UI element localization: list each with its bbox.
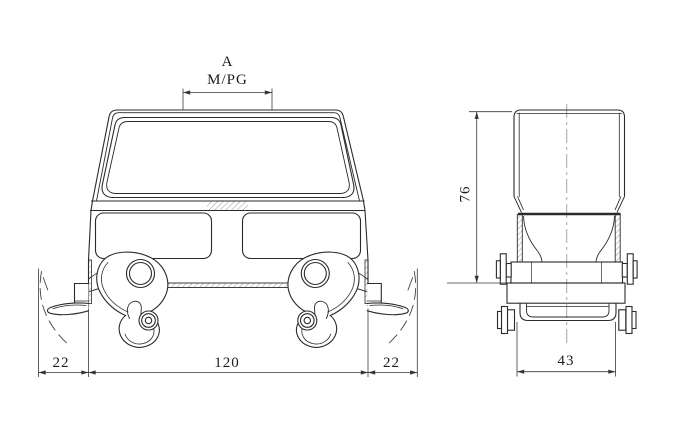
- dim-76: 76: [457, 185, 474, 203]
- dim-120: 120: [214, 355, 240, 371]
- locking-lever-right: [287, 251, 417, 348]
- front-panel-left: [94, 212, 213, 260]
- side-view: [495, 104, 638, 345]
- side-bottom-block: [519, 303, 617, 322]
- dim-22-right: 22: [383, 355, 400, 371]
- locking-lever-left: [39, 251, 169, 348]
- side-neck: [516, 214, 621, 263]
- front-dimensions: [38, 88, 418, 377]
- front-panel-right: [241, 212, 362, 260]
- front-window: [101, 116, 355, 199]
- front-view: [39, 109, 417, 348]
- dim-22-left: 22: [52, 355, 70, 371]
- side-flange: [506, 261, 626, 304]
- dim-label-mpg: M/PG: [207, 72, 248, 88]
- side-pivot-pins: [495, 253, 638, 335]
- side-hood: [513, 109, 626, 216]
- dim-label-a: A: [221, 54, 234, 70]
- side-dimensions: [447, 111, 616, 377]
- front-seam-band: [90, 200, 366, 212]
- front-hood-outline: [91, 109, 365, 202]
- dim-43: 43: [557, 353, 575, 369]
